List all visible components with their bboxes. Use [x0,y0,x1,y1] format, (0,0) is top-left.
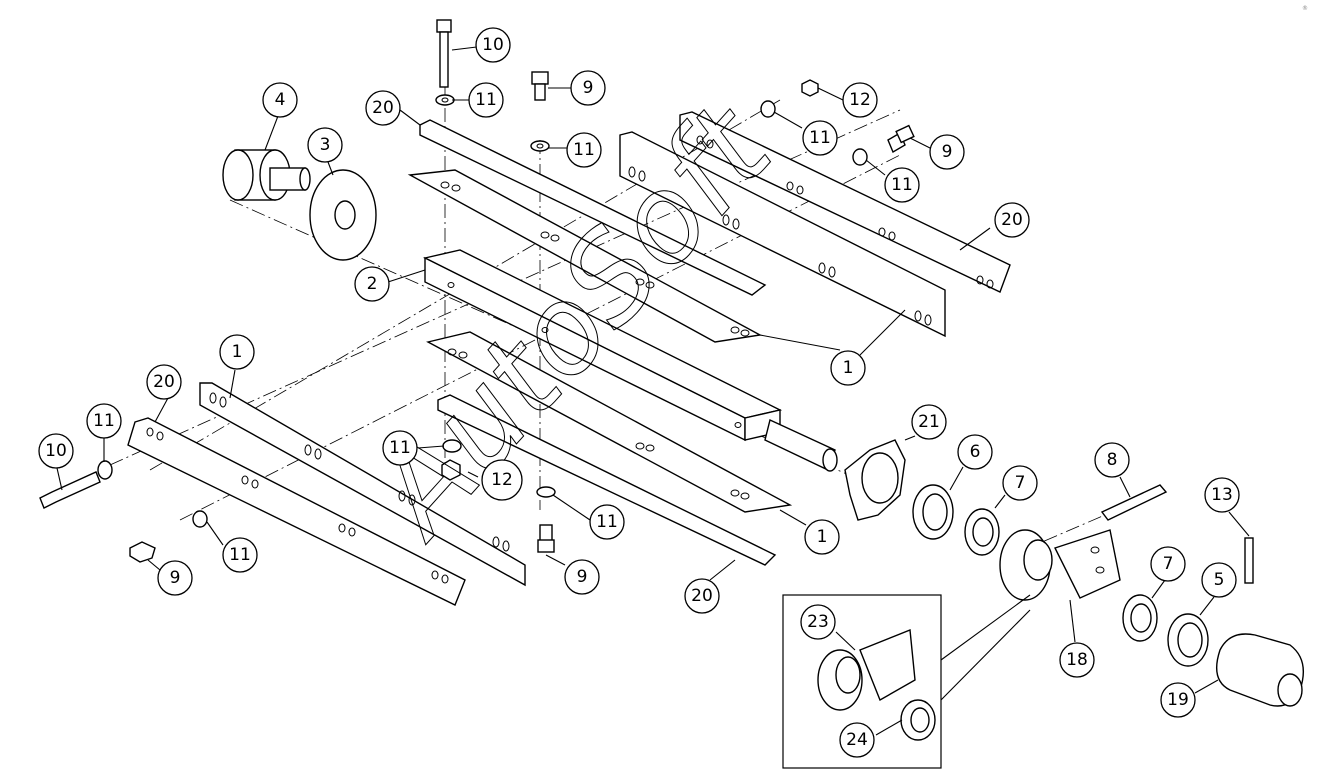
callout-c10b: 10 [38,433,74,469]
callout-c20b: 20 [994,202,1030,238]
callout-c11d: 11 [884,167,920,203]
callout-c12b: 12 [481,459,523,501]
svg-text:4: 4 [275,90,286,110]
svg-text:9: 9 [942,142,953,162]
callout-c11c: 11 [802,120,838,156]
svg-text:20: 20 [691,586,713,606]
callout-c11f: 11 [382,430,418,466]
svg-text:20: 20 [1001,210,1023,230]
callout-c18: 18 [1059,642,1095,678]
svg-text:19: 19 [1167,690,1189,710]
square-tube-part [422,249,838,472]
svg-text:6: 6 [970,442,981,462]
svg-text:9: 9 [170,568,181,588]
seal-ring-part [964,508,1000,556]
seal-ring-part-2 [1122,594,1158,642]
svg-text:24: 24 [846,730,868,750]
callout-c20c: 20 [146,364,182,400]
svg-text:8: 8 [1107,450,1118,470]
callout-c11e: 11 [86,403,122,439]
flat-plates [199,131,946,587]
callout-c6: 6 [957,434,993,470]
svg-text:11: 11 [891,175,913,195]
callout-c11g: 11 [589,504,625,540]
fasteners [39,19,915,563]
callout-c1b: 1 [219,334,255,370]
svg-text:12: 12 [491,470,513,490]
callout-c9c: 9 [564,559,600,595]
svg-text:12: 12 [849,90,871,110]
svg-text:18: 18 [1066,650,1088,670]
svg-text:9: 9 [583,78,594,98]
callout-c19: 19 [1160,682,1196,718]
callout-c24: 24 [839,722,875,758]
callout-c12a: 12 [842,82,878,118]
callout-c9b: 9 [929,134,965,170]
star-collar-part [844,439,906,521]
callout-c23: 23 [800,604,836,640]
callout-c3: 3 [307,127,343,163]
svg-text:9: 9 [577,567,588,587]
svg-text:10: 10 [45,441,67,461]
svg-text:21: 21 [918,412,940,432]
svg-text:11: 11 [475,90,497,110]
bearing-ring-part-2 [1167,613,1209,667]
svg-text:20: 20 [153,372,175,392]
callout-c21: 21 [911,404,947,440]
callout-c10a: 10 [475,27,511,63]
corner-mark: ® [1302,5,1308,12]
svg-text:7: 7 [1163,554,1174,574]
callout-c20a: 20 [365,90,401,126]
callout-c9a: 9 [570,70,606,106]
svg-text:1: 1 [817,527,828,547]
svg-text:2: 2 [367,274,378,294]
svg-text:13: 13 [1211,485,1233,505]
callout-c1c: 1 [804,519,840,555]
callout-c9d: 9 [157,560,193,596]
svg-text:11: 11 [389,438,411,458]
bearing-ring-part [912,484,954,540]
svg-text:5: 5 [1214,570,1225,590]
end-cap-part [1216,633,1304,707]
inset-detail-box [782,594,1031,769]
large-washer-part [309,169,377,261]
knife-guides [127,111,1011,606]
pin-part [1100,484,1168,521]
callout-c11a: 11 [468,82,504,118]
roller-part [222,149,311,201]
svg-text:11: 11 [596,512,618,532]
svg-text:11: 11 [809,128,831,148]
callout-c7b: 7 [1150,546,1186,582]
svg-text:20: 20 [372,98,394,118]
callout-c7a: 7 [1002,465,1038,501]
svg-text:1: 1 [232,342,243,362]
callout-c13: 13 [1204,477,1240,513]
svg-text:1: 1 [843,358,854,378]
callout-c11h: 11 [222,537,258,573]
leader-lines [56,44,1250,736]
callout-c5: 5 [1201,562,1237,598]
callout-c11b: 11 [566,132,602,168]
callout-c2: 2 [354,266,390,302]
svg-text:11: 11 [93,411,115,431]
svg-text:7: 7 [1015,473,1026,493]
callout-c20d: 20 [684,578,720,614]
callout-bubbles: 10 11 9 11 12 11 9 11 20 4 3 2 20 1 1 20… [38,27,1240,758]
svg-text:10: 10 [482,35,504,55]
svg-text:3: 3 [320,135,331,155]
svg-text:11: 11 [573,140,595,160]
callout-c1a: 1 [830,350,866,386]
callout-c4: 4 [262,82,298,118]
spring-pin-part [1244,537,1254,584]
bearing-housing-part [999,529,1121,601]
callout-c8: 8 [1094,442,1130,478]
svg-text:23: 23 [807,612,829,632]
svg-text:11: 11 [229,545,251,565]
